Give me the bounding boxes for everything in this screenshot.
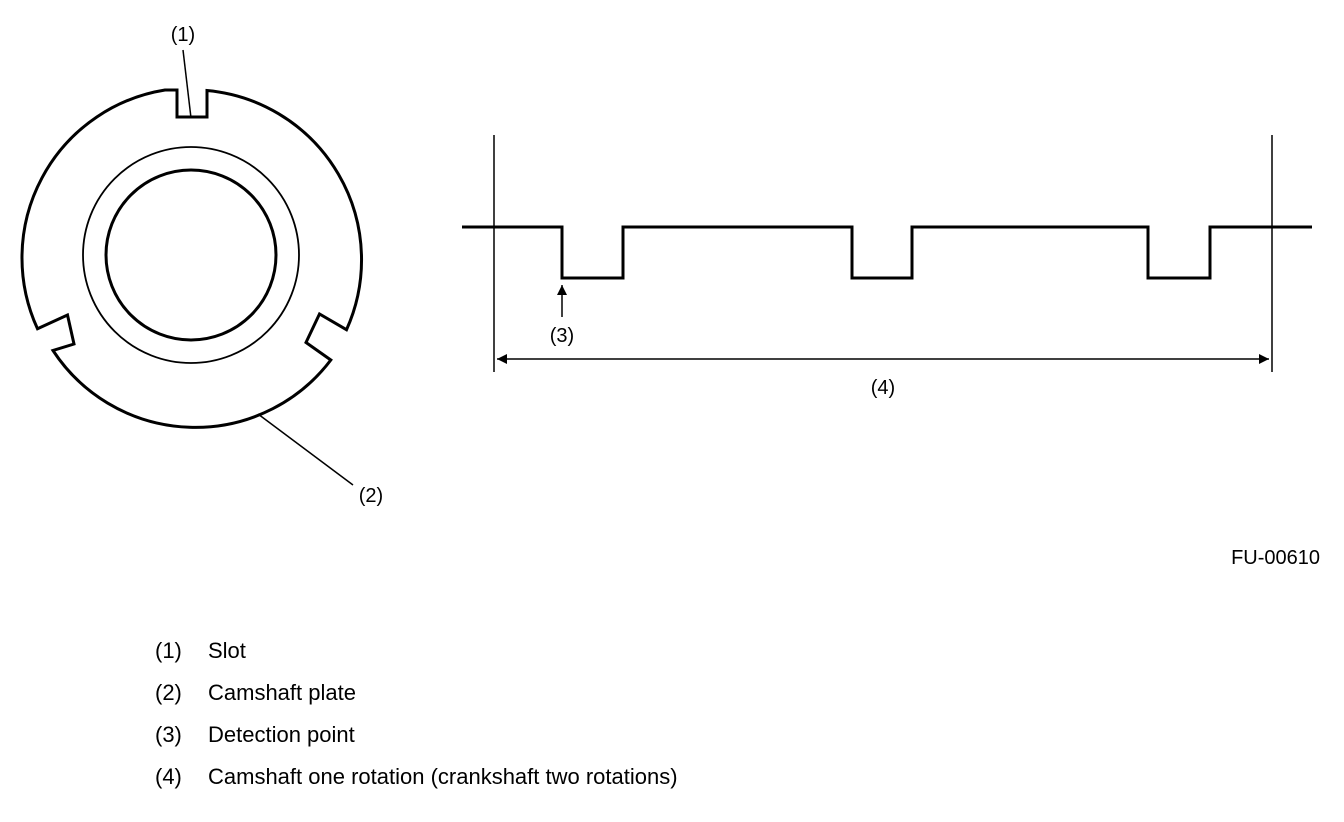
legend-number: (1) bbox=[155, 638, 182, 663]
one-rotation-callout: (4) bbox=[871, 377, 895, 399]
legend-text: Camshaft one rotation (crankshaft two ro… bbox=[208, 764, 678, 789]
camshaft-plate-callout: (2) bbox=[359, 485, 383, 507]
legend-text: Detection point bbox=[208, 722, 355, 747]
legend-item-one-rotation: (4) Camshaft one rotation (crankshaft two… bbox=[155, 762, 678, 804]
slot-callout: (1) bbox=[171, 24, 195, 46]
sensor-signal-waveform bbox=[462, 225, 1312, 280]
camshaft-plate-outline bbox=[20, 88, 364, 429]
legend: (1) Slot (2) Camshaft plate (3) Detection p… bbox=[155, 636, 678, 804]
legend-item-camshaft-plate: (2) Camshaft plate bbox=[155, 678, 678, 720]
plate-leader-line bbox=[257, 413, 354, 486]
camshaft-plate-inner-ring bbox=[82, 146, 300, 364]
legend-number: (4) bbox=[155, 764, 182, 789]
camshaft-plate-bore bbox=[104, 168, 278, 342]
legend-number: (3) bbox=[155, 722, 182, 747]
figure-id: FU-00610 bbox=[1231, 547, 1320, 569]
legend-item-slot: (1) Slot bbox=[155, 636, 678, 678]
legend-number: (2) bbox=[155, 680, 182, 705]
slot-leader-line bbox=[182, 49, 192, 119]
legend-text: Camshaft plate bbox=[208, 680, 356, 705]
legend-text: Slot bbox=[208, 638, 246, 663]
detection-point-callout: (3) bbox=[550, 325, 574, 347]
legend-item-detection-point: (3) Detection point bbox=[155, 720, 678, 762]
